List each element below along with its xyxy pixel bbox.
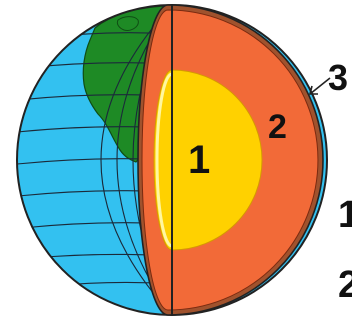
- core-label: 1: [188, 140, 210, 180]
- edge-glyph: 2: [338, 266, 352, 304]
- edge-glyph: 1: [338, 196, 352, 234]
- cutaway-section: [138, 5, 323, 315]
- mantle-label: 2: [268, 110, 287, 144]
- crust-label: 3: [328, 60, 348, 96]
- crust-pointer-arrow: [310, 78, 330, 94]
